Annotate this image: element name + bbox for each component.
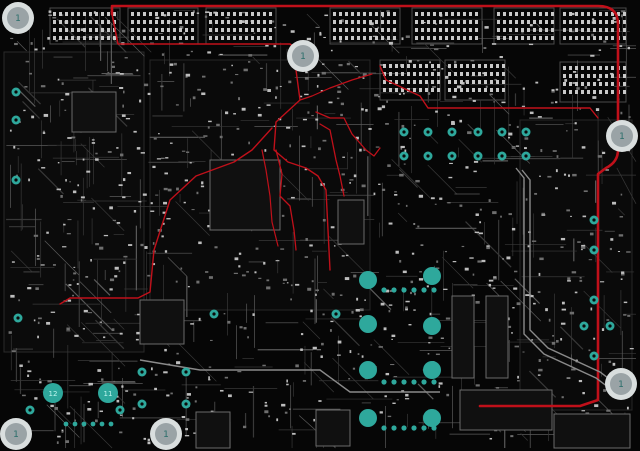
mid-route-i [299,73,373,101]
connector-11-pad [98,383,118,403]
teal-via-pads [11,87,615,431]
mid-route-e [275,149,297,251]
connector-12-label: 12 [49,390,58,398]
fiducial-marker-3[interactable]: 1 [606,120,638,152]
fiducial-marker-1[interactable]: 1 [2,2,34,34]
board-region-right [519,119,633,411]
connector-11: 11 [98,383,118,403]
connector-11-label: 11 [104,390,113,398]
fiducial-marker-4-label: 1 [618,380,624,390]
fiducial-marker-6[interactable]: 1 [150,418,182,450]
mid-route-g [319,123,345,197]
fiducial-marker-2[interactable]: 1 [287,40,319,72]
fiducial-marker-3-label: 1 [619,132,625,142]
ic-packages [71,91,631,449]
mid-route-b [379,65,599,119]
mid-route-h [261,149,279,247]
mid-route-f [315,111,381,157]
right-gray-bus [139,167,617,393]
fiducial-marker-4[interactable]: 1 [605,368,637,400]
connector-12: 12 [43,383,63,403]
fiducial-marker-6-label: 1 [163,430,169,440]
fiducial-marker-2-label: 1 [300,52,306,62]
mid-route-d [59,127,273,305]
fiducial-marker-5-label: 1 [13,430,19,440]
fiducial-marker-5[interactable]: 1 [0,418,32,450]
fiducial-marker-1-label: 1 [15,14,21,24]
connector-12-pad [43,383,63,403]
mid-route-c [273,59,331,271]
